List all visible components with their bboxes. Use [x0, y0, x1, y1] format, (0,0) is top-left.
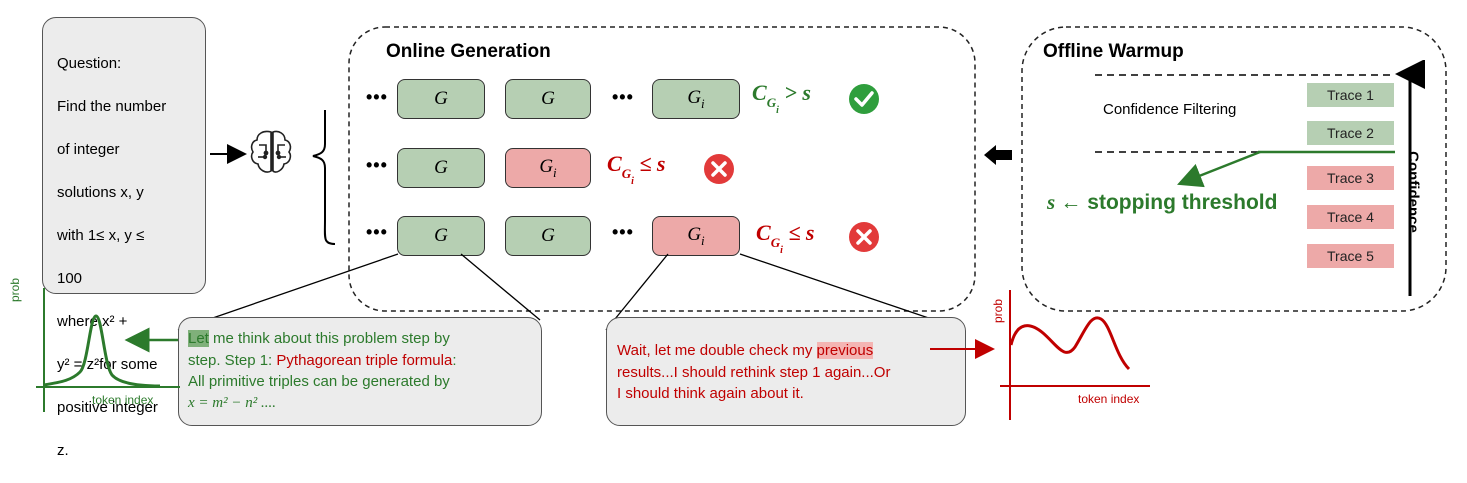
- confidence-fail-expression: CGi ≤ s: [756, 220, 815, 256]
- confidence-fail-expression: CGi ≤ s: [607, 151, 666, 187]
- generation-step-box: G: [397, 216, 485, 256]
- right-plot-ylabel: prob: [991, 299, 1005, 323]
- ellipsis: •••: [366, 87, 388, 107]
- token-highlight: Let: [188, 330, 209, 347]
- text-span: me think about this problem step by: [208, 330, 450, 347]
- generation-step-box: G: [505, 79, 591, 119]
- generation-step-box: G: [397, 79, 485, 119]
- peaked-distribution-curve: [43, 314, 161, 388]
- conf-symbol: C: [607, 151, 622, 176]
- question-line: y² = z²for some: [57, 355, 158, 373]
- conf-subsub: i: [776, 104, 779, 116]
- question-line: Find the number: [57, 97, 167, 115]
- bad-trace-box: [606, 317, 966, 426]
- trace-kept: Trace 2: [1307, 121, 1394, 145]
- question-label: Question:: [57, 54, 122, 72]
- conf-symbol: C: [752, 80, 767, 105]
- left-plot-xlabel: token index: [92, 393, 154, 407]
- question-line: positive integer: [57, 398, 158, 416]
- trace-filtered: Trace 3: [1307, 166, 1394, 190]
- bad-trace-line: I should think again about it.: [617, 385, 804, 402]
- conf-subsub: i: [631, 175, 634, 187]
- text-span: Wait, let me double check my: [617, 342, 817, 359]
- left-prob-plot: [36, 288, 180, 412]
- good-trace-box: [178, 317, 542, 426]
- conf-relation: > s: [784, 80, 811, 105]
- question-line: solutions x, y: [57, 183, 144, 201]
- ellipsis: •••: [612, 222, 634, 242]
- right-prob-plot: [930, 290, 1150, 420]
- threshold-arrow: [1177, 150, 1261, 188]
- good-trace-line: Let me think about this problem step by: [188, 328, 540, 350]
- conf-relation: ≤ s: [788, 220, 815, 245]
- cross-icon: [849, 222, 879, 252]
- generation-step-box: G: [397, 148, 485, 188]
- question-line: where x² +: [57, 312, 128, 330]
- conf-relation: ≤ s: [639, 151, 666, 176]
- ellipsis: •••: [366, 222, 388, 242]
- gi-label: Gi: [687, 223, 705, 248]
- brain-connector: [210, 110, 336, 245]
- feedback-arrow-icon: [984, 145, 1012, 165]
- question-line: of integer: [57, 140, 120, 158]
- conf-sub: G: [766, 95, 777, 111]
- offline-panel-border: [1021, 26, 1447, 312]
- trace-kept: Trace 1: [1307, 83, 1394, 107]
- threshold-text: stopping threshold: [1087, 191, 1278, 214]
- confidence-pass-expression: CGi > s: [752, 80, 811, 116]
- gi-label: Gi: [687, 86, 705, 111]
- brain-icon: [250, 130, 292, 173]
- ellipsis: •••: [366, 155, 388, 175]
- bad-trace-line: results...I should rethink step 1 again.…: [617, 363, 891, 381]
- trace-filtered: Trace 4: [1307, 205, 1394, 229]
- confidence-filtering-label: Confidence Filtering: [1103, 101, 1237, 118]
- text-span-red: Pythagorean triple formula: [276, 351, 453, 369]
- flat-distribution-curve: [1009, 316, 1131, 371]
- question-line: 100: [57, 269, 83, 287]
- ylabel-text: prob: [991, 298, 1005, 323]
- generation-step-box-current: Gi: [652, 79, 740, 119]
- good-trace-line: step. Step 1: Pythagorean triple formula…: [188, 350, 540, 372]
- online-panel-title: Online Generation: [386, 41, 551, 62]
- text-span: step. Step 1:: [188, 351, 277, 369]
- threshold-symbol: s ←: [1047, 190, 1082, 214]
- question-line: z.: [57, 441, 69, 459]
- conf-sub: G: [621, 166, 632, 182]
- conf-subsub: i: [780, 244, 783, 256]
- generation-step-box-current: Gi: [652, 216, 740, 256]
- question-box: [42, 17, 206, 294]
- conf-symbol: C: [756, 220, 771, 245]
- offline-panel-title: Offline Warmup: [1043, 41, 1184, 62]
- good-trace-text: Let me think about this problem step by …: [188, 328, 540, 414]
- stopping-threshold-label: s ← stopping threshold: [1047, 190, 1277, 215]
- good-trace-formula: x = m² − n² ....: [188, 394, 276, 411]
- offline-lines: [1095, 60, 1425, 296]
- text-span: :: [452, 351, 457, 369]
- check-icon: [849, 84, 879, 114]
- ellipsis: •••: [612, 87, 634, 107]
- left-plot-ylabel: prob: [8, 278, 22, 302]
- trace-filtered: Trace 5: [1307, 244, 1394, 268]
- question-line: with 1≤ x, y ≤: [57, 226, 145, 244]
- gi-label: Gi: [539, 155, 557, 180]
- question-text: Question: Find the number of integer sol…: [57, 31, 202, 483]
- cross-icon: [704, 154, 734, 184]
- bad-trace-text: Wait, let me double check my previous re…: [617, 340, 962, 405]
- token-highlight: previous: [816, 342, 874, 359]
- generation-step-box-current: Gi: [505, 148, 591, 188]
- right-plot-xlabel: token index: [1078, 392, 1140, 406]
- bad-trace-line: Wait, let me double check my previous: [617, 340, 962, 362]
- online-panel-border: [348, 26, 976, 312]
- generation-step-box: G: [505, 216, 591, 256]
- good-trace-line: All primitive triples can be generated b…: [188, 373, 450, 390]
- ylabel-text: prob: [8, 277, 22, 302]
- brace-icon: [312, 110, 336, 245]
- conf-sub: G: [770, 235, 781, 251]
